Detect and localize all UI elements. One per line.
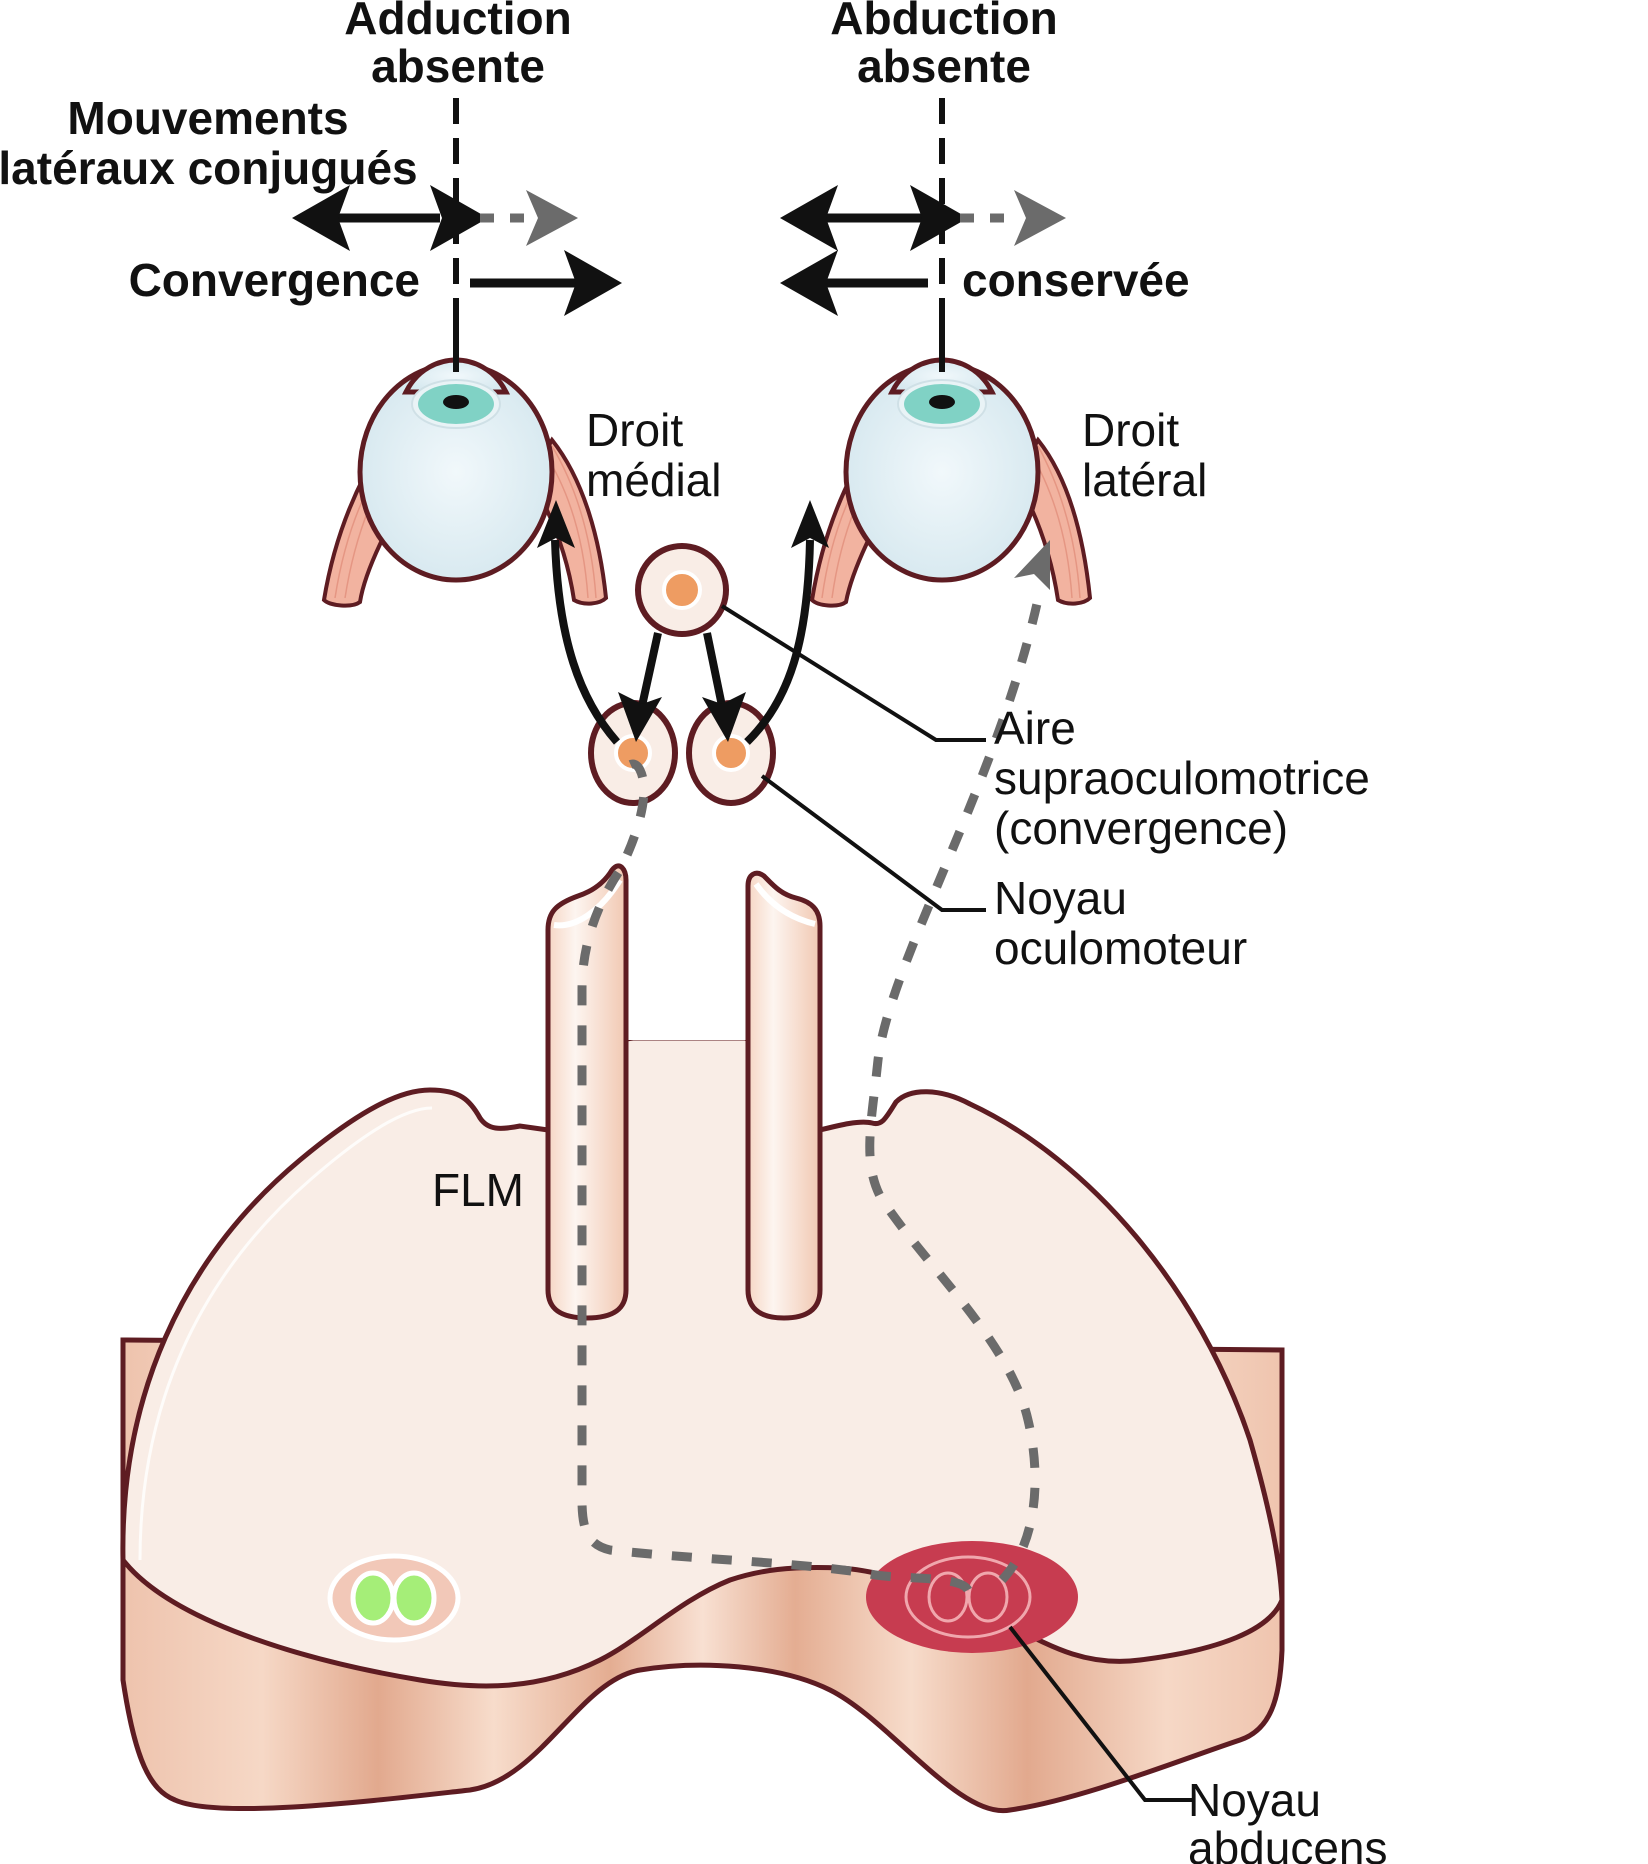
left-abducens-nucleus-normal [327, 1553, 461, 1643]
abduction-absent-label: Abduction absente [830, 0, 1057, 92]
lateral-rectus-label: Droit latéral [1082, 404, 1207, 506]
brainstem-section [120, 1030, 1285, 1814]
svg-text:Droit: Droit [586, 404, 683, 456]
svg-text:latéraux conjugués: latéraux conjugués [0, 142, 418, 194]
svg-text:Mouvements: Mouvements [67, 92, 348, 144]
svg-text:Noyau: Noyau [1188, 1774, 1321, 1826]
right-abducens-nucleus-lesion [866, 1541, 1078, 1653]
interrupted-mlf-pathway [577, 759, 972, 1594]
mlf-right-column [745, 870, 823, 1321]
svg-text:oculomoteur: oculomoteur [994, 922, 1247, 974]
convergence-pathway-arrows [618, 632, 746, 742]
adduction-absent-label: Adduction absente [344, 0, 571, 92]
right-eyeball [809, 320, 1093, 608]
svg-text:abducens: abducens [1188, 1822, 1388, 1864]
right-absent-abduction-dashed-arrow [960, 190, 1066, 246]
supraoculomotor-area-nucleus [635, 543, 729, 637]
mlf-label: FLM [432, 1164, 524, 1216]
svg-text:Noyau: Noyau [994, 872, 1127, 924]
mlf-left-column [545, 863, 629, 1321]
oculomotor-to-muscle-arrows [537, 500, 829, 745]
oculomotor-nucleus-label: Noyau oculomoteur [994, 872, 1247, 974]
svg-text:Adduction: Adduction [344, 0, 571, 44]
left-absent-adduction-dashed-arrow [480, 190, 578, 246]
svg-text:latéral: latéral [1082, 454, 1207, 506]
convergence-label: Convergence [129, 254, 420, 306]
abducens-to-lateral-rectus-pathway [865, 540, 1050, 1584]
abducens-leader-line [1008, 1625, 1195, 1802]
abducens-nucleus-label: Noyau abducens [1188, 1774, 1388, 1864]
gap-fill [620, 960, 748, 1040]
supraoculomotor-area-label: Aire supraoculomotrice (convergence) [994, 702, 1370, 854]
right-conjugate-double-arrow [780, 185, 968, 251]
svg-text:absente: absente [371, 40, 545, 92]
svg-text:Droit: Droit [1082, 404, 1179, 456]
svg-text:(convergence): (convergence) [994, 802, 1288, 854]
conserved-label: conservée [962, 254, 1190, 306]
left-conjugate-double-arrow [292, 185, 488, 251]
left-eyeball [321, 320, 609, 608]
left-convergence-arrow [470, 250, 622, 316]
svg-text:absente: absente [857, 40, 1031, 92]
svg-text:supraoculomotrice: supraoculomotrice [994, 752, 1370, 804]
conjugate-lateral-movements-label: Mouvements latéraux conjugués [0, 92, 418, 194]
svg-text:Abduction: Abduction [830, 0, 1057, 44]
right-convergence-arrow [780, 250, 928, 316]
left-oculomotor-nucleus [588, 700, 678, 806]
medial-rectus-label: Droit médial [586, 404, 722, 506]
svg-text:Aire: Aire [994, 702, 1076, 754]
supraoculomotor-leader-line [720, 604, 986, 742]
svg-text:médial: médial [586, 454, 722, 506]
oculomotor-leader-line [760, 774, 986, 912]
right-pupil [929, 395, 955, 409]
left-pupil [443, 395, 469, 409]
